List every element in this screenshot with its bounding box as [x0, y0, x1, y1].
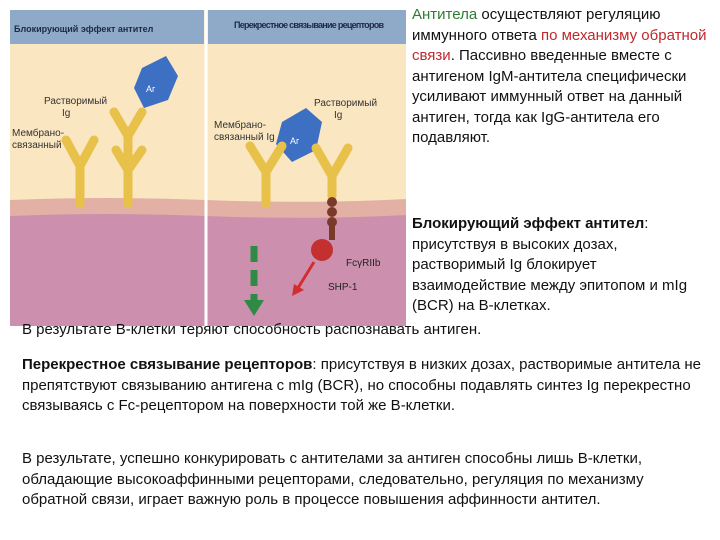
antibody-feedback-figure: Блокирующий эффект антител Перекрестное …	[10, 10, 406, 326]
membrane-antibody-left-2	[111, 145, 147, 209]
panel-right-header	[208, 10, 406, 44]
label-fcr: FcγRIIb	[346, 258, 381, 269]
intro-paragraph: Антитела осуществляют регуляцию иммунног…	[412, 5, 712, 149]
blocking-effect-body: : присутствуя в высоких дозах, растворим…	[412, 215, 688, 314]
soluble-antibody-right	[311, 143, 353, 201]
svg-text:связанный Ig: связанный Ig	[12, 140, 73, 151]
cross-linking-paragraph: Перекрестное связывание рецепторов: прис…	[22, 355, 712, 417]
feedback-term: по механизму обратной связи	[412, 26, 707, 65]
label-soluble-left: Растворимый	[44, 96, 107, 107]
label-shp: SHP-1	[328, 282, 358, 293]
result-paragraph-1: В результате В-клетки теряют способность…	[22, 321, 482, 338]
shp1-shape	[311, 239, 333, 261]
signal-arrow-right	[292, 261, 316, 296]
term-antitela: Антитела	[412, 6, 478, 23]
panel-left-title: Блокирующий эффект антител	[14, 24, 154, 34]
antigen-shape-right	[276, 108, 322, 162]
panel-left-header	[10, 10, 204, 44]
blocking-effect-title: Блокирующий эффект антител	[412, 215, 645, 232]
antigen-shape-left	[134, 56, 178, 108]
blocking-effect-paragraph: Блокирующий эффект антител: присутствуя …	[412, 214, 712, 317]
panel-right-title: Перекрестное связывание рецепторов	[234, 20, 384, 30]
svg-text:связанный Ig: связанный Ig	[214, 132, 275, 143]
label-membrane-left: Мембрано-	[12, 127, 64, 139]
cell-membrane	[10, 198, 406, 218]
cross-linking-title: Перекрестное связывание рецепторов	[22, 356, 313, 373]
intro-text-a: осуществляют регуляцию иммунного ответа	[412, 6, 661, 44]
cell-cytoplasm	[10, 208, 406, 326]
membrane-antibody-left-1	[61, 135, 99, 209]
fc-receptor	[327, 197, 337, 240]
antigen-label-right: Аг	[290, 136, 300, 146]
antigen-label-left: Аг	[146, 84, 156, 94]
signal-arrow-left	[244, 246, 264, 316]
label-membrane-right: Мембрано-	[214, 119, 266, 131]
cross-linking-body: : присутствуя в низких дозах, растворимы…	[22, 356, 701, 414]
result-paragraph-2: В результате, успешно конкурировать с ан…	[22, 450, 644, 508]
svg-text:Ig: Ig	[62, 108, 70, 119]
svg-text:Ig: Ig	[334, 110, 342, 121]
intro-text-b: . Пассивно введенные вместе с антигеном …	[412, 47, 687, 146]
membrane-antibody-right	[245, 141, 287, 209]
label-soluble-right: Растворимый	[314, 98, 377, 109]
